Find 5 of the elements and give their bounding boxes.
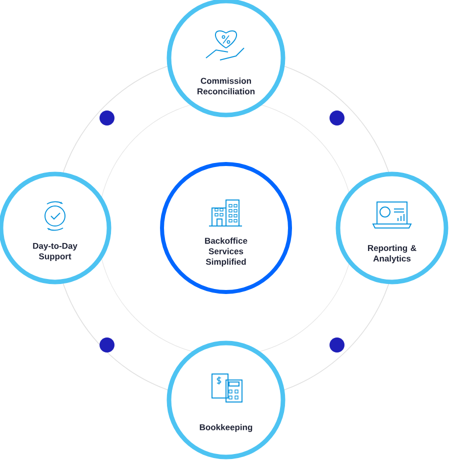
node-label: Reporting & Analytics [368, 244, 416, 264]
circle-node: Reporting & Analytics [336, 172, 448, 284]
circle-node: Bookkeeping [166, 340, 286, 460]
node-label: Bookkeeping [200, 424, 252, 432]
circle-node: Backoffice Services Simplified [160, 162, 292, 294]
